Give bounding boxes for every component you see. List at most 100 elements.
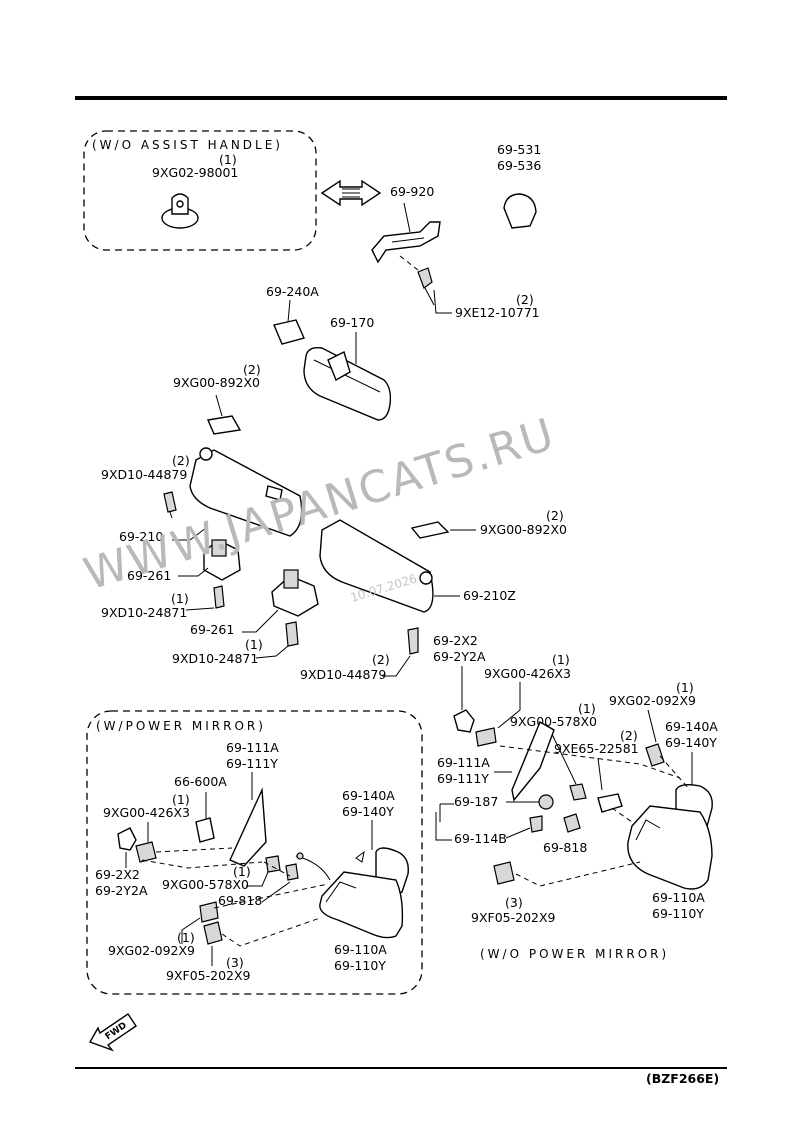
label-part-no: 69-111Y — [437, 771, 489, 786]
leader — [549, 729, 577, 785]
label-part-no: 9XG02-98001 — [152, 165, 238, 180]
wo-power-mirror-caption: (W/O POWER MIRROR) — [480, 947, 669, 961]
mirror-bracket — [597, 793, 623, 813]
label-qty: (2) — [172, 453, 190, 468]
label-part-no: 69-140A — [342, 788, 395, 803]
label-part-no: 69-818 — [218, 893, 262, 908]
leader — [181, 917, 201, 944]
screw — [417, 267, 435, 306]
label-qty: (2) — [620, 728, 638, 743]
mirror-garnish — [229, 787, 267, 867]
label-part-no: 9XG02-092X9 — [108, 943, 195, 958]
label-qty: (1) — [219, 152, 237, 167]
leader — [255, 645, 289, 659]
power-outer-mirror — [319, 871, 404, 939]
label-qty: (1) — [171, 591, 189, 606]
label-part-no: 69-2Y2A — [433, 649, 486, 664]
label-part-no: 69-110A — [652, 890, 705, 905]
label-part-no: 9XG00-578X0 — [510, 714, 597, 729]
leader — [497, 682, 521, 729]
leader — [172, 527, 207, 541]
mirror-motor-harness — [295, 850, 365, 881]
screw — [135, 841, 157, 863]
sun-visor — [189, 447, 303, 537]
screw — [285, 621, 299, 647]
label-qty: (1) — [233, 864, 251, 879]
leader — [141, 847, 329, 947]
assist-handle — [371, 202, 441, 264]
leader — [261, 881, 291, 903]
assist-handle-cap-clip — [161, 193, 199, 229]
mirror-cover-clip — [117, 827, 137, 851]
label-qty: (3) — [226, 955, 244, 970]
screw — [203, 921, 223, 945]
label-part-no: 9XE12-10771 — [455, 305, 540, 320]
label-qty: (1) — [177, 930, 195, 945]
diagram-code: (BZF266E) — [646, 1071, 719, 1086]
label-part-no: 9XG00-578X0 — [162, 877, 249, 892]
label-part-no: 69-140Y — [665, 735, 717, 750]
label-part-no: 69-114B — [454, 831, 507, 846]
screw — [213, 585, 225, 609]
label-part-no: 69-110A — [334, 942, 387, 957]
mirror-garnish — [511, 720, 555, 802]
leader — [185, 607, 215, 611]
label-part-no: 69-110Y — [652, 906, 704, 921]
label-part-no: 69-210 — [119, 529, 163, 544]
mirror-nut — [285, 863, 299, 881]
label-qty: (1) — [676, 680, 694, 695]
mirror-pad — [273, 299, 305, 345]
leader — [242, 609, 279, 633]
label-part-no: 9XG00-892X0 — [480, 522, 567, 537]
leader — [246, 871, 269, 887]
label-part-no: 9XD10-24871 — [172, 651, 258, 666]
label-part-no: 9XF05-202X9 — [471, 910, 556, 925]
label-qty: (2) — [546, 508, 564, 523]
label-part-no: 69-261 — [127, 568, 171, 583]
wo-assist-handle-caption: (W/O ASSIST HANDLE) — [92, 138, 283, 152]
label-part-no: 69-2X2 — [95, 867, 140, 882]
label-part-no: 69-818 — [543, 840, 587, 855]
screw — [407, 627, 419, 655]
screw — [163, 491, 177, 519]
mirror-screw — [529, 815, 543, 833]
mirror-cap — [538, 794, 554, 810]
label-qty: (1) — [172, 792, 190, 807]
bottom-rule — [75, 1067, 727, 1069]
watermark: WWW.JAPANCATS.RU — [78, 409, 561, 601]
label-part-no: 9XG00-892X0 — [173, 375, 260, 390]
connector — [195, 817, 215, 843]
visor-clip — [410, 521, 450, 539]
label-part-no: 69-110Y — [334, 958, 386, 973]
screw — [475, 727, 497, 747]
top-rule — [75, 96, 727, 100]
label-part-no: 9XG00-426X3 — [103, 805, 190, 820]
w-power-mirror-box — [86, 710, 423, 995]
label-qty: (1) — [552, 652, 570, 667]
label-qty: (1) — [578, 701, 596, 716]
label-part-no: 69-111Y — [226, 756, 278, 771]
visor-holder — [271, 569, 319, 617]
label-part-no: 66-600A — [174, 774, 227, 789]
w-power-mirror-caption: (W/POWER MIRROR) — [96, 719, 266, 733]
leader — [435, 812, 531, 841]
sun-visor — [319, 519, 434, 613]
mirror-nut — [569, 783, 587, 801]
label-qty: (3) — [505, 895, 523, 910]
label-part-no: 69-111A — [437, 755, 490, 770]
mirror-nut — [563, 813, 581, 833]
label-qty: (2) — [516, 292, 534, 307]
label-qty: (1) — [245, 637, 263, 652]
label-part-no: 9XD10-44879 — [101, 467, 187, 482]
label-part-no: 69-536 — [497, 158, 541, 173]
label-part-no: 69-2X2 — [433, 633, 478, 648]
mirror-nut — [265, 855, 281, 873]
label-part-no: 69-140Y — [342, 804, 394, 819]
label-part-no: 69-111A — [226, 740, 279, 755]
label-part-no: 9XE65-22581 — [554, 741, 639, 756]
label-qty: (2) — [243, 362, 261, 377]
leader — [433, 289, 452, 314]
fwd-arrow-icon: FWD — [88, 1013, 137, 1052]
screw — [199, 901, 219, 923]
